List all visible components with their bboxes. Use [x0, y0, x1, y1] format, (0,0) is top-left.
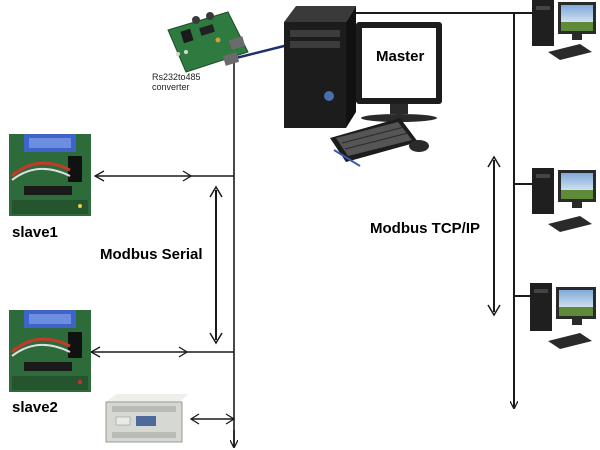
slave2-label: slave2: [12, 399, 58, 416]
master-label: Master: [376, 48, 425, 65]
modbus-serial-double-arrow: [209, 185, 223, 345]
slave1-connection: [93, 170, 234, 182]
desktop-computer-icon: [532, 0, 596, 60]
modbus-tcpip-double-arrow: [487, 155, 501, 317]
modbus-serial-label: Modbus Serial: [100, 246, 203, 263]
modbus-tcpip-label: Modbus TCP/IP: [370, 220, 480, 237]
microcontroller-board-icon: [9, 310, 91, 392]
desktop-computer-icon: [530, 283, 596, 349]
converter-label: Rs232to485 converter: [152, 72, 201, 92]
tcp-bus: [356, 12, 536, 408]
slave1-label: slave1: [12, 224, 58, 241]
desktop-computer-icon: [284, 6, 442, 167]
microcontroller-board-icon: [9, 134, 91, 216]
converter-to-master-link: [235, 43, 289, 60]
converter-board-icon: [167, 11, 249, 73]
slave2-connection: [89, 346, 234, 358]
plc-connection: [189, 413, 236, 425]
plc-device-icon: [105, 394, 188, 443]
desktop-computer-icon: [532, 168, 596, 232]
